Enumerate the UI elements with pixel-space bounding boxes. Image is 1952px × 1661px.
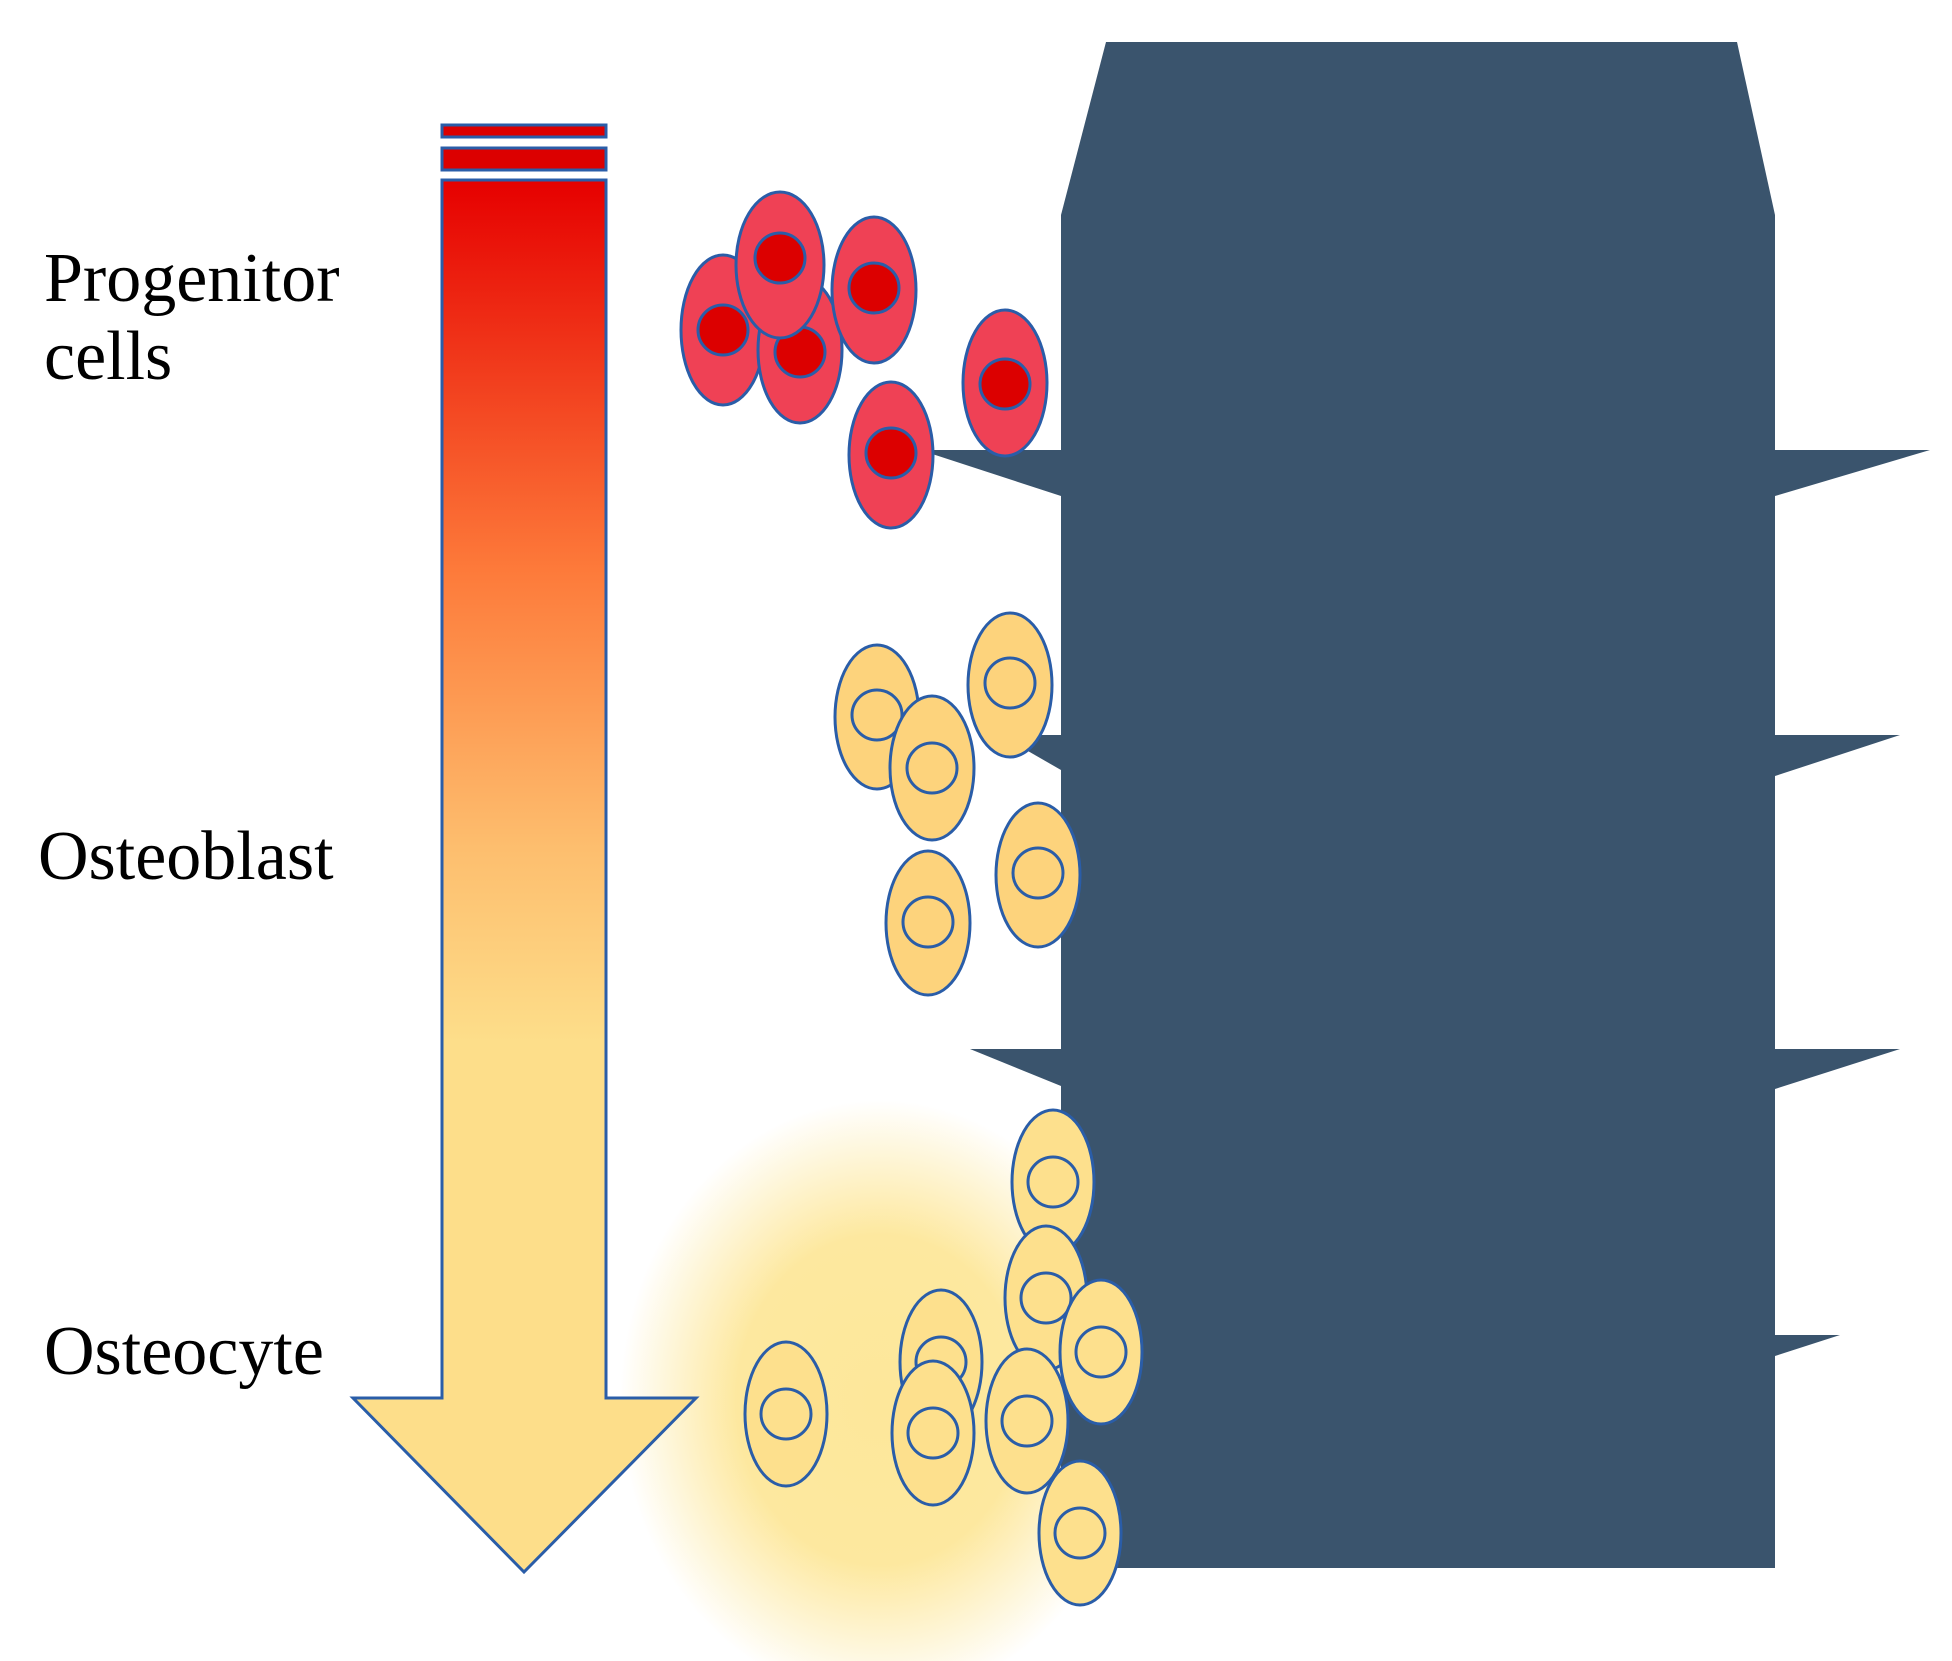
cell-icon bbox=[1058, 1278, 1144, 1426]
cell-icon bbox=[890, 1359, 976, 1507]
implant-body bbox=[1061, 42, 1775, 1568]
implant-thread-2-right bbox=[1775, 735, 1900, 776]
cell-icon bbox=[994, 801, 1082, 949]
cell-icon bbox=[888, 694, 976, 842]
implant-thread-1-left bbox=[920, 450, 1061, 496]
progenitor-cells bbox=[679, 190, 1049, 530]
osteoblast-cells bbox=[833, 611, 1082, 997]
osteocyte-glow bbox=[620, 1100, 1140, 1661]
arrow-stripe-2 bbox=[440, 146, 608, 172]
arrow-stripe-1 bbox=[440, 123, 608, 139]
down-arrow-gradient-icon bbox=[349, 178, 700, 1575]
cell-icon bbox=[884, 849, 972, 997]
cell-icon bbox=[966, 611, 1054, 759]
progenitor-label-line2: cells bbox=[44, 318, 173, 395]
cell-icon bbox=[961, 308, 1049, 458]
cell-icon bbox=[830, 215, 918, 365]
cell-icon bbox=[984, 1347, 1070, 1495]
progenitor-label-line1: Progenitor bbox=[44, 240, 340, 317]
cell-icon bbox=[734, 190, 826, 340]
cell-icon bbox=[1037, 1459, 1123, 1607]
osteocyte-cells bbox=[743, 1108, 1144, 1607]
cell-icon bbox=[847, 380, 935, 530]
osteocyte-label: Osteocyte bbox=[44, 1313, 324, 1390]
implant-thread-3-right bbox=[1775, 1049, 1900, 1089]
progenitor-cells-label: Progenitor cells bbox=[44, 240, 340, 396]
cell-icon bbox=[743, 1340, 829, 1488]
differentiation-arrow bbox=[349, 123, 700, 1575]
implant-thread-3-left bbox=[970, 1049, 1061, 1086]
osteoblast-label: Osteoblast bbox=[38, 818, 334, 895]
implant-thread-4-right bbox=[1775, 1335, 1840, 1356]
implant-thread-1-right bbox=[1775, 450, 1930, 496]
